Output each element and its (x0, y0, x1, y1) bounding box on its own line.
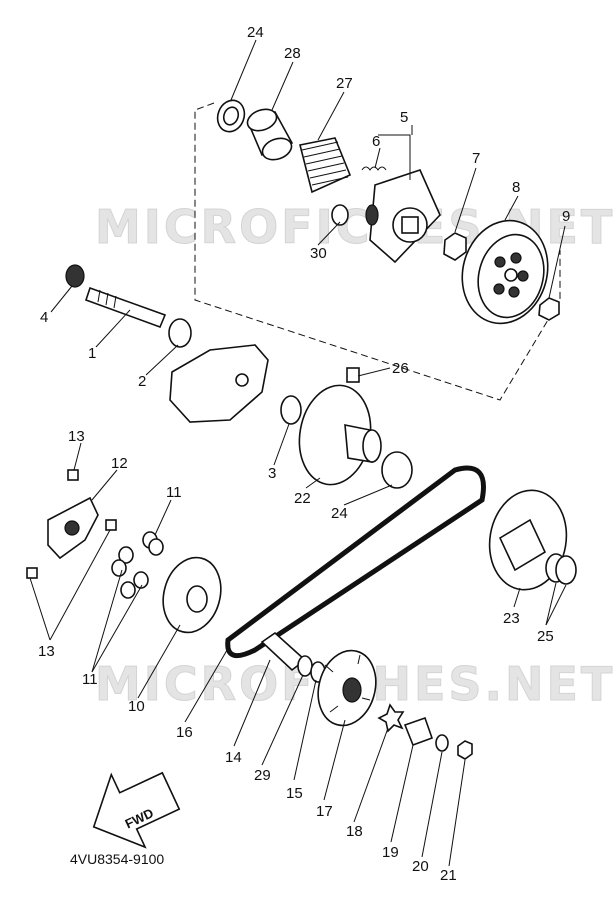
assembly-boundary-line (194, 102, 561, 401)
roller-11d (111, 559, 127, 577)
part-label-12: 12 (111, 455, 128, 472)
part-label-18: 18 (346, 823, 363, 840)
part-label-24-top: 24 (247, 24, 264, 41)
roller-11c (118, 546, 134, 564)
forward-arrow-icon: FWD (92, 771, 181, 849)
roller-11e (133, 571, 149, 589)
part-label-23: 23 (503, 610, 520, 627)
collar-28 (246, 108, 294, 161)
bearing-2 (168, 318, 192, 348)
roller-11f (120, 581, 136, 599)
part-label-3: 3 (268, 465, 276, 482)
part-label-21: 21 (440, 867, 457, 884)
washer-20 (435, 734, 449, 752)
part-labels: 24 28 27 5 6 7 8 9 30 4 1 2 26 3 22 24 1… (38, 24, 570, 884)
part-label-5: 5 (400, 109, 408, 126)
pulley-10 (162, 556, 222, 634)
part-label-24-mid: 24 (331, 505, 348, 522)
figure-code: 4VU8354-9100 (70, 851, 164, 867)
nut-9 (538, 297, 560, 321)
v-belt-16 (225, 465, 486, 659)
part-label-11-top: 11 (166, 484, 182, 501)
part-label-9: 9 (562, 208, 570, 225)
nut-21 (457, 740, 473, 760)
clutch-carrier-5 (365, 169, 441, 264)
part-label-17: 17 (316, 803, 333, 820)
part-label-8: 8 (512, 179, 520, 196)
part-label-15: 15 (286, 785, 303, 802)
fan-17 (317, 649, 377, 727)
part-label-4: 4 (40, 309, 48, 326)
part-label-13-bottom: 13 (38, 643, 55, 660)
spring-27 (299, 137, 352, 194)
star-washer-18 (377, 703, 405, 733)
part-label-7: 7 (472, 150, 480, 167)
part-label-29: 29 (254, 767, 271, 784)
washer-24-top (216, 99, 246, 133)
part-label-1: 1 (88, 345, 96, 362)
part-label-2: 2 (138, 373, 146, 390)
part-label-28: 28 (284, 45, 301, 62)
crankcase-cover (169, 344, 269, 423)
roller-11b (148, 538, 164, 556)
part-label-19: 19 (382, 844, 399, 861)
part-label-30: 30 (310, 245, 327, 262)
seal-24 (381, 451, 413, 489)
part-label-13-top: 13 (68, 428, 85, 445)
part-label-10: 10 (128, 698, 145, 715)
bolt-26 (346, 367, 360, 383)
shaft-1 (84, 286, 167, 329)
sheave-22 (298, 384, 382, 486)
part-label-26: 26 (392, 360, 409, 377)
washer-3 (280, 395, 302, 425)
part-label-14: 14 (225, 749, 242, 766)
part-label-6: 6 (372, 133, 380, 150)
bearing-4 (65, 264, 85, 288)
slider-13-right (105, 519, 117, 531)
leader-lines (29, 39, 567, 867)
part-label-27: 27 (336, 75, 353, 92)
washer-29 (297, 655, 313, 677)
slider-13-left (26, 567, 38, 579)
clip-30 (331, 204, 349, 226)
part-label-25: 25 (537, 628, 554, 645)
part-label-11-bottom: 11 (82, 671, 98, 688)
part-label-22: 22 (294, 490, 311, 507)
part-label-16: 16 (176, 724, 193, 741)
clutch-housing-8 (461, 219, 549, 325)
nut-7 (443, 232, 467, 261)
part-label-20: 20 (412, 858, 429, 875)
one-way-19 (403, 716, 434, 747)
spring-6 (361, 166, 387, 171)
slider-13-top (67, 469, 79, 481)
o-ring-25b (555, 555, 577, 585)
